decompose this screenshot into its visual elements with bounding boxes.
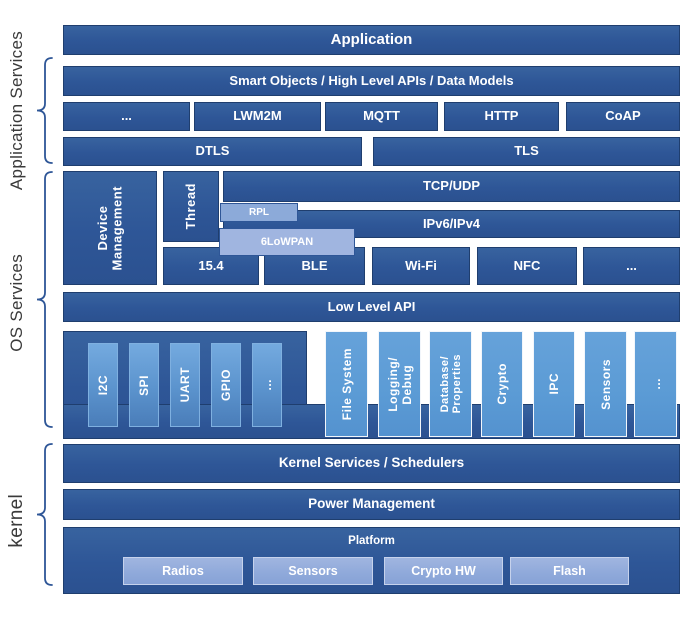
platform-label: Platform [348, 535, 395, 547]
power-management-block: Power Management [63, 489, 680, 520]
kernel-brace [36, 443, 53, 586]
logging-debug-label: Logging/ Debug [385, 356, 414, 412]
os-services-brace [36, 171, 53, 428]
rpl-overlay-block: RPL [220, 203, 298, 222]
database-properties-label: Database/ Properties [438, 354, 463, 414]
service-bar-database-properties: Database/ Properties [429, 331, 472, 437]
kernel-services-block: Kernel Services / Schedulers [63, 444, 680, 483]
application-services-rail-text: Application Services [7, 30, 26, 191]
driver-bar-i2c: I2C [88, 343, 118, 427]
thread-block: Thread [163, 171, 219, 242]
thread-label: Thread [182, 183, 198, 230]
platform-component-radios: Radios [123, 557, 243, 585]
service-ellipsis-label: ... [648, 378, 663, 390]
low-level-api-block: Low Level API [63, 292, 680, 322]
driver-bar-uart: UART [170, 343, 200, 427]
radio-block-nfc: NFC [477, 247, 577, 285]
radio-block-154: 15.4 [163, 247, 259, 285]
protocol-block-coap: CoAP [566, 102, 680, 131]
driver-bar-gpio: GPIO [211, 343, 241, 427]
dtls-block: DTLS [63, 137, 362, 166]
sixlowpan-overlay-block: 6LoWPAN [219, 228, 355, 256]
file-system-label: File System [339, 347, 354, 421]
device-management-block: Device Management [63, 171, 157, 285]
protocol-block-mqtt: MQTT [325, 102, 438, 131]
platform-component-crypto-hw: Crypto HW [384, 557, 503, 585]
protocol-block-lwm2m: LWM2M [194, 102, 321, 131]
service-bar-logging-debug: Logging/ Debug [378, 331, 421, 437]
crypto-label: Crypto [495, 363, 509, 405]
service-bar-ipc: IPC [533, 331, 575, 437]
ipc-label: IPC [547, 373, 561, 395]
os-services-rail-label: OS Services [2, 218, 32, 388]
application-services-rail-label: Application Services [2, 28, 32, 193]
sensors-label: Sensors [598, 358, 613, 410]
driver-ellipsis-label: ... [260, 379, 274, 391]
protocol-block-http: HTTP [444, 102, 559, 131]
driver-bar-spi: SPI [129, 343, 159, 427]
radio-block-wifi: Wi-Fi [372, 247, 470, 285]
service-bar-ellipsis: ... [634, 331, 677, 437]
os-services-rail-text: OS Services [7, 254, 26, 352]
i2c-label: I2C [96, 374, 110, 396]
gpio-label: GPIO [219, 368, 233, 401]
kernel-rail-label: kernel [2, 448, 32, 593]
uart-label: UART [178, 367, 192, 403]
platform-component-flash: Flash [510, 557, 629, 585]
application-block: Application [63, 25, 680, 55]
driver-bar-ellipsis: ... [252, 343, 282, 427]
smart-objects-block: Smart Objects / High Level APIs / Data M… [63, 66, 680, 96]
spi-label: SPI [137, 374, 151, 396]
tcp-udp-block: TCP/UDP [223, 171, 680, 202]
service-bar-sensors: Sensors [584, 331, 627, 437]
tls-block: TLS [373, 137, 680, 166]
service-bar-file-system: File System [325, 331, 368, 437]
kernel-rail-text: kernel [6, 493, 27, 548]
protocol-block-ellipsis: ... [63, 102, 190, 131]
radio-block-ellipsis: ... [583, 247, 680, 285]
drivers-base-strip [63, 404, 680, 439]
service-bar-crypto: Crypto [481, 331, 523, 437]
platform-component-sensors: Sensors [253, 557, 373, 585]
device-management-label: Device Management [94, 185, 124, 271]
application-services-brace [36, 57, 53, 164]
